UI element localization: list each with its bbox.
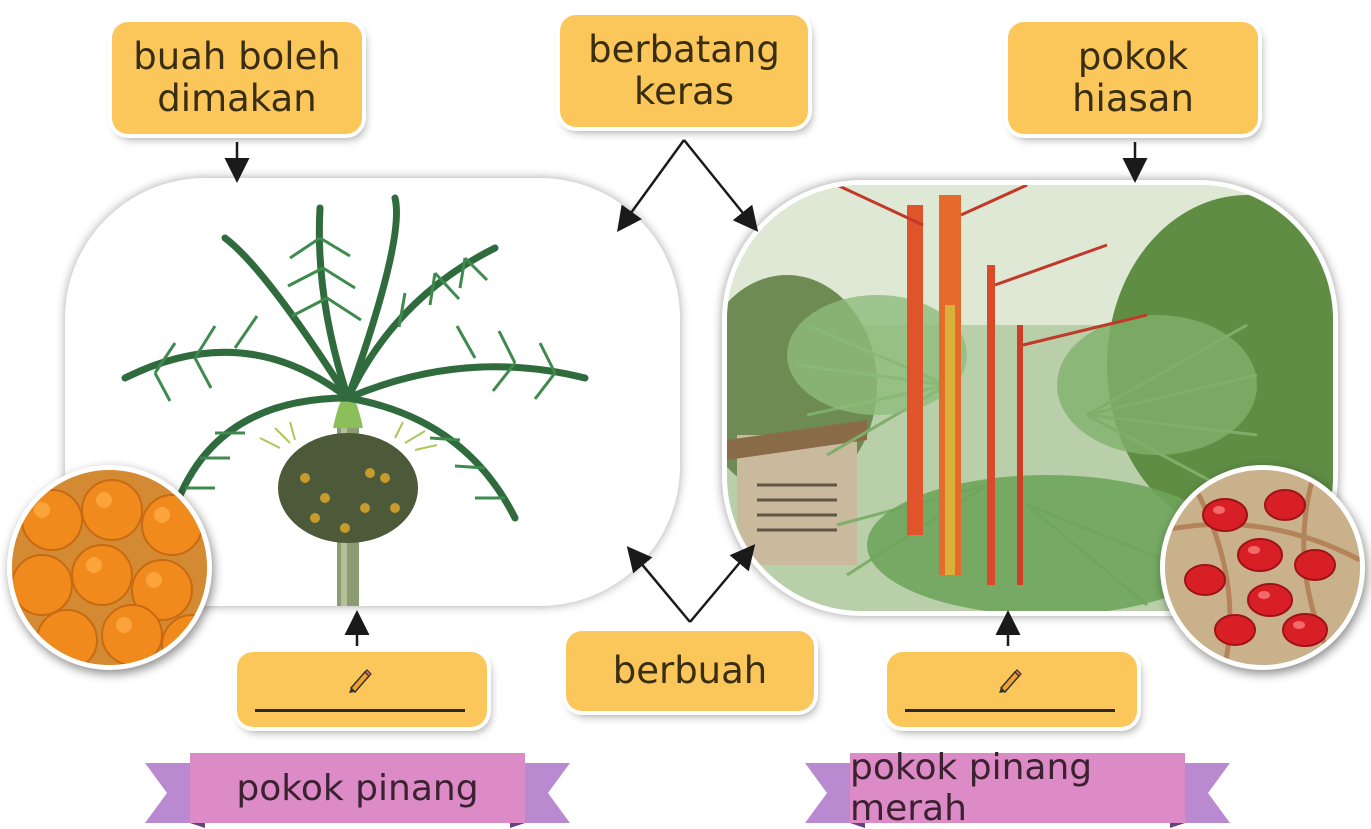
ribbon-pokok-pinang: pokok pinang <box>145 753 570 828</box>
label-berbuah: berbuah <box>566 631 814 711</box>
label-pokok-hiasan: pokok hiasan <box>1008 22 1258 134</box>
buah-pinang-photo <box>7 465 212 670</box>
pencil-icon <box>349 669 372 694</box>
pencil-icon <box>999 669 1022 694</box>
label-buah-boleh-dimakan-text: buah boleh dimakan <box>133 35 341 120</box>
label-berbuah-text: berbuah <box>612 649 768 692</box>
ribbon-pokok-pinang-label: pokok pinang <box>236 767 479 809</box>
arrow-keras-right <box>683 139 759 232</box>
answer-line-right <box>905 709 1115 712</box>
ribbon-pokok-pinang-merah-label: pokok pinang merah <box>850 747 1093 829</box>
answer-box-left[interactable] <box>237 652 487 727</box>
label-pokok-hiasan-text: pokok hiasan <box>1072 35 1194 120</box>
label-berbatang-keras: berbatang keras <box>560 15 808 127</box>
ribbon-pokok-pinang-merah: pokok pinang merah <box>805 747 1230 829</box>
buah-pinang-merah-photo <box>1160 465 1365 670</box>
arrow-berbuah-right <box>689 544 756 623</box>
answer-line-left <box>255 709 465 712</box>
label-buah-boleh-dimakan: buah boleh dimakan <box>112 22 362 134</box>
label-berbatang-keras-text: berbatang keras <box>588 28 780 113</box>
answer-box-right[interactable] <box>887 652 1137 727</box>
